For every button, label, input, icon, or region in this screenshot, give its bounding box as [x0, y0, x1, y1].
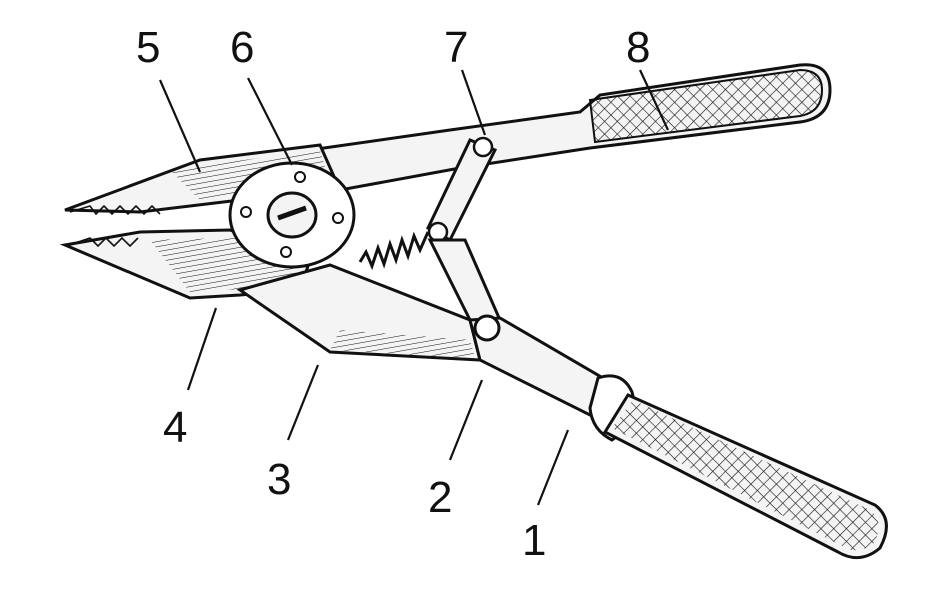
- lower-handle: [468, 314, 888, 560]
- spring: [358, 231, 430, 271]
- leader-4: [186, 307, 218, 391]
- label-1: 1: [522, 516, 546, 565]
- lower-arm: [236, 263, 482, 362]
- leader-1: [536, 429, 570, 506]
- label-8: 8: [626, 23, 650, 72]
- leader-lines: [158, 69, 669, 506]
- link-bar: [426, 136, 502, 332]
- leader-8: [639, 69, 669, 131]
- label-2: 2: [428, 473, 452, 522]
- part-labels: 1 2 3 4 5 6 7 8: [136, 23, 650, 565]
- pivot-disc: [228, 161, 356, 269]
- upper-handle: [307, 63, 832, 192]
- label-5: 5: [136, 23, 160, 72]
- leader-2: [448, 379, 484, 461]
- label-7: 7: [444, 23, 468, 72]
- leader-5: [158, 79, 202, 173]
- label-6: 6: [230, 23, 254, 72]
- label-3: 3: [267, 455, 291, 504]
- label-4: 4: [163, 403, 187, 452]
- leader-3: [286, 364, 320, 441]
- leader-7: [460, 69, 487, 136]
- leader-6: [247, 77, 293, 166]
